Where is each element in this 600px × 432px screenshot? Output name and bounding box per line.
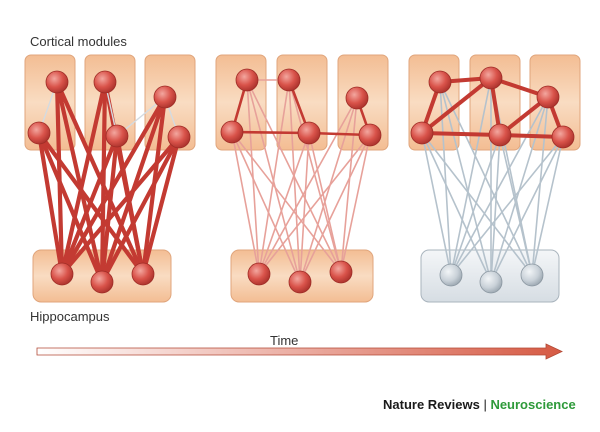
stage-1-hippo-link-3-1 <box>54 79 146 277</box>
stage-3-cortical-link-3 <box>420 76 493 135</box>
stage-3-hippo-link-3-4 <box>421 132 533 276</box>
stage-1-hippo-link-3-3 <box>140 94 168 277</box>
stage-2-hippo-link-3-3 <box>340 97 358 273</box>
journal-field: Neuroscience <box>490 397 576 412</box>
stage-2-hippocampal-node-3 <box>329 260 353 284</box>
stage-3-hippo-link-2-4 <box>421 132 492 283</box>
credit-separator: | <box>479 397 491 412</box>
stage-3-hippo-link-2-6 <box>490 136 564 283</box>
stage-1-hippo-link-1-4 <box>36 130 65 277</box>
stage-3-cortical-node-5 <box>488 123 512 147</box>
stage-2-hippo-link-2-2 <box>288 79 301 283</box>
journal-name: Nature Reviews <box>383 397 480 412</box>
stage-3-hippo-link-1-3 <box>450 96 549 276</box>
time-arrow-shaft <box>36 343 563 360</box>
stage-2-hippo-link-1-4 <box>231 131 260 275</box>
journal-credit: Nature Reviews | Neuroscience <box>383 397 576 412</box>
cortical-modules-label: Cortical modules <box>30 34 127 49</box>
stage-2-hippo-link-3-5 <box>308 132 342 273</box>
stage-2-hippocampal-node-1 <box>247 262 271 286</box>
stage-1-hippo-link-2-3 <box>99 94 168 285</box>
stage-2-cortical-link-1 <box>230 130 311 135</box>
stage-3-hippocampal-node-3 <box>520 263 544 287</box>
stage-1-hippo-link-2-1 <box>54 79 105 285</box>
stage-2-cortical-node-1 <box>235 68 259 92</box>
stage-3-hippocampal-node-2 <box>479 270 503 294</box>
stage-2-hippo-link-1-2 <box>258 79 290 275</box>
hippocampus-label: Hippocampus <box>30 309 110 324</box>
stage-2-hippo-link-3-2 <box>288 79 342 273</box>
stage-3-hippo-link-1-6 <box>450 136 564 276</box>
stage-2-hippo-link-2-4 <box>231 131 301 283</box>
stage-3-hippo-link-1-4 <box>421 132 452 276</box>
stage-3-hippo-link-3-5 <box>499 134 533 276</box>
stage-2-hippo-link-3-1 <box>246 79 342 273</box>
stage-2-hippocampal-node-2 <box>288 270 312 294</box>
stage-1-cortical-node-4 <box>27 121 51 145</box>
stage-2-hippo-link-1-5 <box>258 132 310 275</box>
stage-1-cortical-node-2 <box>93 70 117 94</box>
stage-2-cortical-node-2 <box>277 68 301 92</box>
stage-2-cortical-node-3 <box>345 86 369 110</box>
time-arrow <box>36 343 563 360</box>
stage-2-hippo-link-3-6 <box>340 134 371 273</box>
stage-1-hippo-link-1-6 <box>59 134 182 277</box>
stage-3-hippo-link-3-3 <box>531 96 549 276</box>
stage-2-cortical-node-4 <box>220 120 244 144</box>
stage-1-hippo-link-3-5 <box>114 133 146 277</box>
stage-1-hippo-link-2-5 <box>99 133 120 285</box>
connections <box>36 76 565 285</box>
stage-2-hippo-link-2-3 <box>299 97 358 283</box>
time-label: Time <box>270 333 299 348</box>
stage-3-hippo-link-2-1 <box>439 81 492 283</box>
stage-3-cortical-node-3 <box>536 85 560 109</box>
stage-2-hippo-link-2-6 <box>299 134 371 283</box>
neuron-nodes <box>27 66 575 294</box>
stage-1-cortical-node-5 <box>105 124 129 148</box>
stage-3-hippo-link-2-5 <box>490 134 501 283</box>
stage-2-hippo-link-1-3 <box>258 97 358 275</box>
stage-3-hippo-link-1-5 <box>450 134 501 276</box>
stage-3-hippo-link-1-1 <box>439 81 452 276</box>
stage-2-cortical-node-5 <box>297 121 321 145</box>
stage-3-hippo-link-1-2 <box>450 77 492 276</box>
stage-3-cortical-node-4 <box>410 121 434 145</box>
stage-3-cortical-node-1 <box>428 70 452 94</box>
stage-3-cortical-node-2 <box>479 66 503 90</box>
stage-3-hippo-link-3-1 <box>439 81 533 276</box>
stage-1-cortical-node-6 <box>167 125 191 149</box>
stage-1-cortical-node-1 <box>45 70 69 94</box>
stage-2-hippo-link-3-4 <box>231 131 342 273</box>
stage-1-hippocampal-node-2 <box>90 270 114 294</box>
stage-2-hippo-link-2-5 <box>299 132 310 283</box>
stage-1-hippo-link-3-6 <box>140 134 182 277</box>
stage-2-hippo-link-2-1 <box>246 79 301 283</box>
stage-1-hippo-link-1-2 <box>59 79 108 277</box>
stage-1-cortical-node-3 <box>153 85 177 109</box>
stage-3-hippo-link-3-6 <box>531 136 564 276</box>
stage-2-cortical-node-6 <box>358 123 382 147</box>
stage-3-hippo-link-2-3 <box>490 96 549 283</box>
stage-1-hippo-link-3-4 <box>36 130 146 277</box>
stage-1-hippo-link-2-4 <box>36 130 105 285</box>
stage-1-hippocampal-node-3 <box>131 262 155 286</box>
stage-1-hippocampal-node-1 <box>50 262 74 286</box>
stage-3-cortical-node-6 <box>551 125 575 149</box>
stage-3-hippocampal-node-1 <box>439 263 463 287</box>
stage-1-hippo-link-2-6 <box>99 134 182 285</box>
stage-3-cortical-link-6 <box>420 131 502 137</box>
